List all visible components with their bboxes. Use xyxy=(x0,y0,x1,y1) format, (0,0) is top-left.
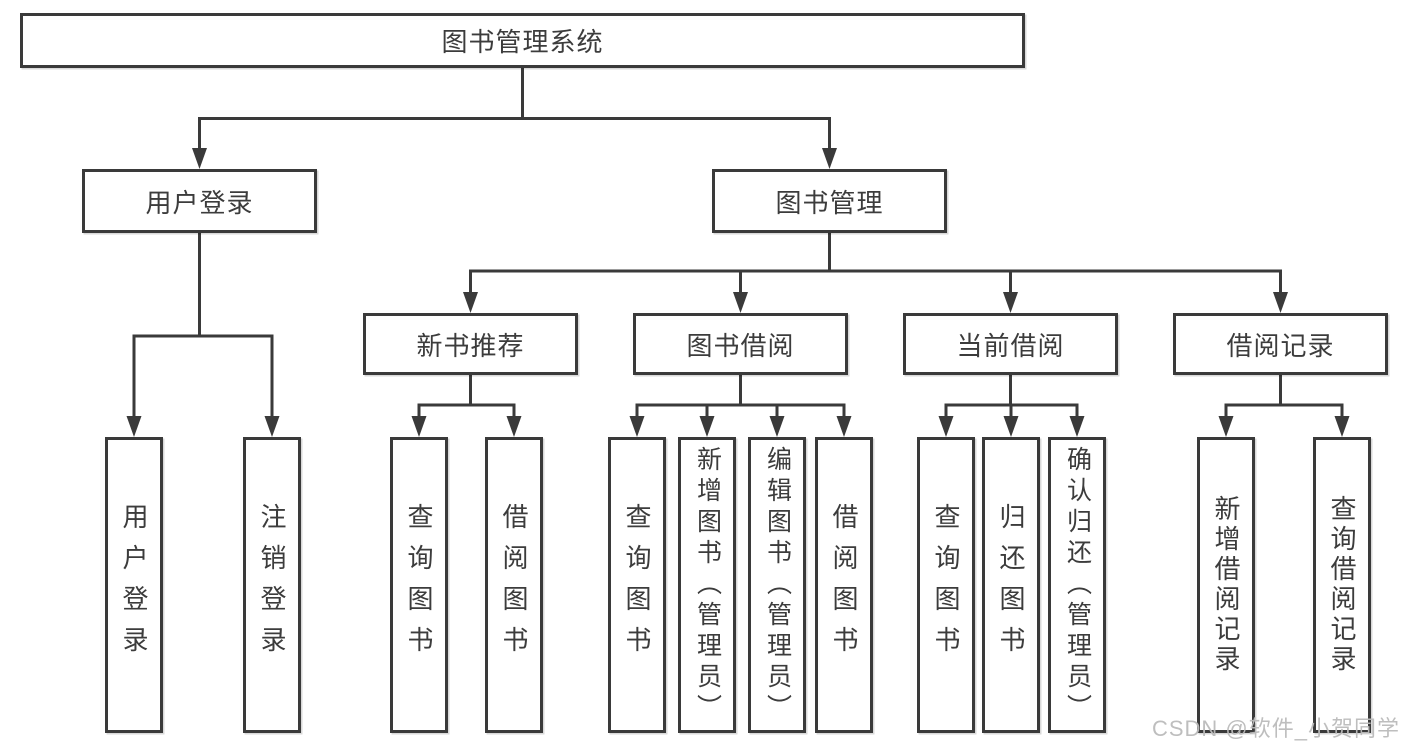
leaf-add-books-admin: 新增图书（管理员） xyxy=(678,437,736,733)
leaf-add-borrow-record: 新增借阅记录 xyxy=(1197,437,1255,733)
leaf-return-books: 归还图书 xyxy=(982,437,1040,733)
leaf-query-books-borrow-label: 查询图书 xyxy=(622,503,652,667)
leaf-edit-books-admin-label: 编辑图书（管理员） xyxy=(763,445,792,725)
node-new-book-recommend-label: 新书推荐 xyxy=(416,330,525,361)
leaf-borrow-books-recommend-label: 借阅图书 xyxy=(499,503,529,667)
node-user-login-label: 用户登录 xyxy=(145,187,254,218)
csdn-watermark: CSDN @软件_小贺同学 xyxy=(1151,716,1400,741)
node-current-borrow-label: 当前借阅 xyxy=(956,330,1065,361)
node-book-management: 图书管理 xyxy=(712,169,947,233)
leaf-user-login: 用户登录 xyxy=(105,437,163,733)
node-book-management-label: 图书管理 xyxy=(775,187,884,218)
leaf-return-books-label: 归还图书 xyxy=(996,503,1026,667)
leaf-query-books-current-label: 查询图书 xyxy=(931,503,961,667)
leaf-add-books-admin-label: 新增图书（管理员） xyxy=(693,445,722,725)
node-root: 图书管理系统 xyxy=(20,13,1025,68)
leaf-logout: 注销登录 xyxy=(243,437,301,733)
leaf-query-borrow-record: 查询借阅记录 xyxy=(1313,437,1371,733)
leaf-borrow-books-recommend: 借阅图书 xyxy=(485,437,543,733)
leaf-borrow-books: 借阅图书 xyxy=(815,437,873,733)
node-current-borrow: 当前借阅 xyxy=(903,313,1118,375)
node-book-borrow: 图书借阅 xyxy=(633,313,848,375)
leaf-query-books-borrow: 查询图书 xyxy=(608,437,666,733)
node-borrow-record: 借阅记录 xyxy=(1173,313,1388,375)
leaf-confirm-return-admin-label: 确认归还（管理员） xyxy=(1063,445,1092,725)
leaf-borrow-books-label: 借阅图书 xyxy=(829,503,859,667)
arrowheads xyxy=(126,148,1350,437)
leaf-query-books-recommend-label: 查询图书 xyxy=(404,503,434,667)
leaf-query-books-recommend: 查询图书 xyxy=(390,437,448,733)
leaf-query-books-current: 查询图书 xyxy=(917,437,975,733)
leaf-confirm-return-admin: 确认归还（管理员） xyxy=(1048,437,1106,733)
leaf-edit-books-admin: 编辑图书（管理员） xyxy=(748,437,806,733)
node-book-borrow-label: 图书借阅 xyxy=(686,330,795,361)
node-new-book-recommend: 新书推荐 xyxy=(363,313,578,375)
node-root-label: 图书管理系统 xyxy=(441,27,604,57)
leaf-query-borrow-record-label: 查询借阅记录 xyxy=(1327,495,1357,675)
leaf-logout-label: 注销登录 xyxy=(257,503,287,667)
leaf-add-borrow-record-label: 新增借阅记录 xyxy=(1211,495,1241,675)
node-user-login: 用户登录 xyxy=(82,169,317,233)
leaf-user-login-label: 用户登录 xyxy=(119,503,149,667)
node-borrow-record-label: 借阅记录 xyxy=(1226,330,1335,361)
